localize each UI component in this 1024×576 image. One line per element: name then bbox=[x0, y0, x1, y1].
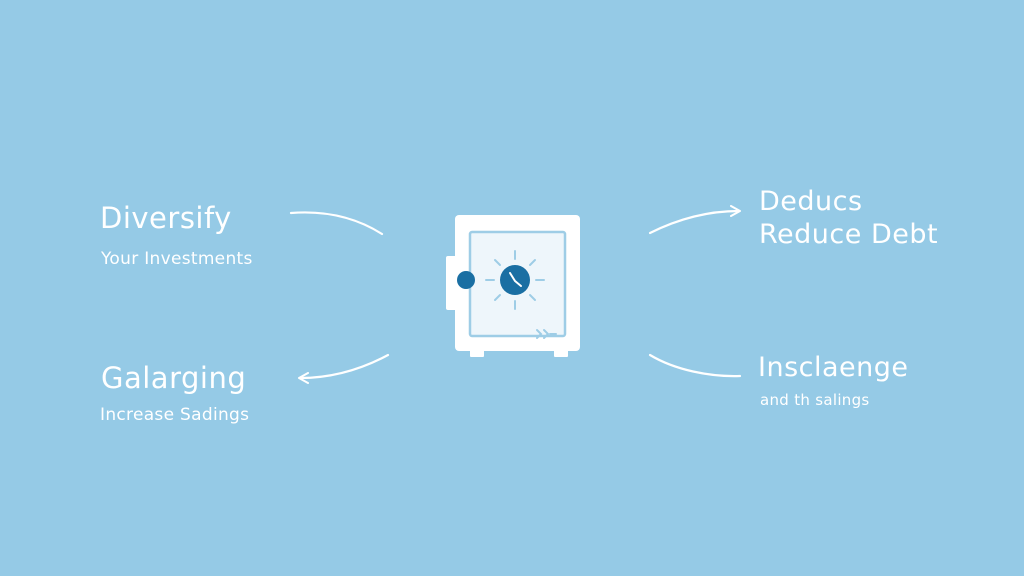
node-top-left-subtitle: Your Investments bbox=[101, 249, 253, 269]
connector-top-left bbox=[289, 211, 384, 236]
safe-icon bbox=[446, 215, 580, 357]
safe-foot-right bbox=[554, 349, 568, 357]
safe-hinge-panel bbox=[446, 256, 458, 310]
node-bottom-left-title: Galarging bbox=[101, 361, 247, 395]
safe-foot-left bbox=[470, 349, 484, 357]
connector-bottom-right bbox=[648, 353, 742, 378]
node-top-right-title-line2: Reduce Debt bbox=[759, 219, 939, 250]
arrow-top-right bbox=[648, 205, 741, 235]
node-bottom-left-subtitle: Increase Sadings bbox=[100, 405, 250, 425]
dial-rays bbox=[485, 250, 545, 310]
node-bottom-right-title: Insclaenge bbox=[758, 352, 909, 383]
dial-needle bbox=[509, 272, 522, 287]
safe-latch bbox=[536, 329, 557, 339]
node-top-left-title: Diversify bbox=[100, 201, 232, 235]
node-bottom-right-subtitle: and th salings bbox=[760, 391, 870, 409]
arrow-bottom-left bbox=[298, 353, 390, 384]
node-top-right-title-line1: Deducs bbox=[759, 186, 863, 217]
safe-handle bbox=[457, 271, 475, 289]
